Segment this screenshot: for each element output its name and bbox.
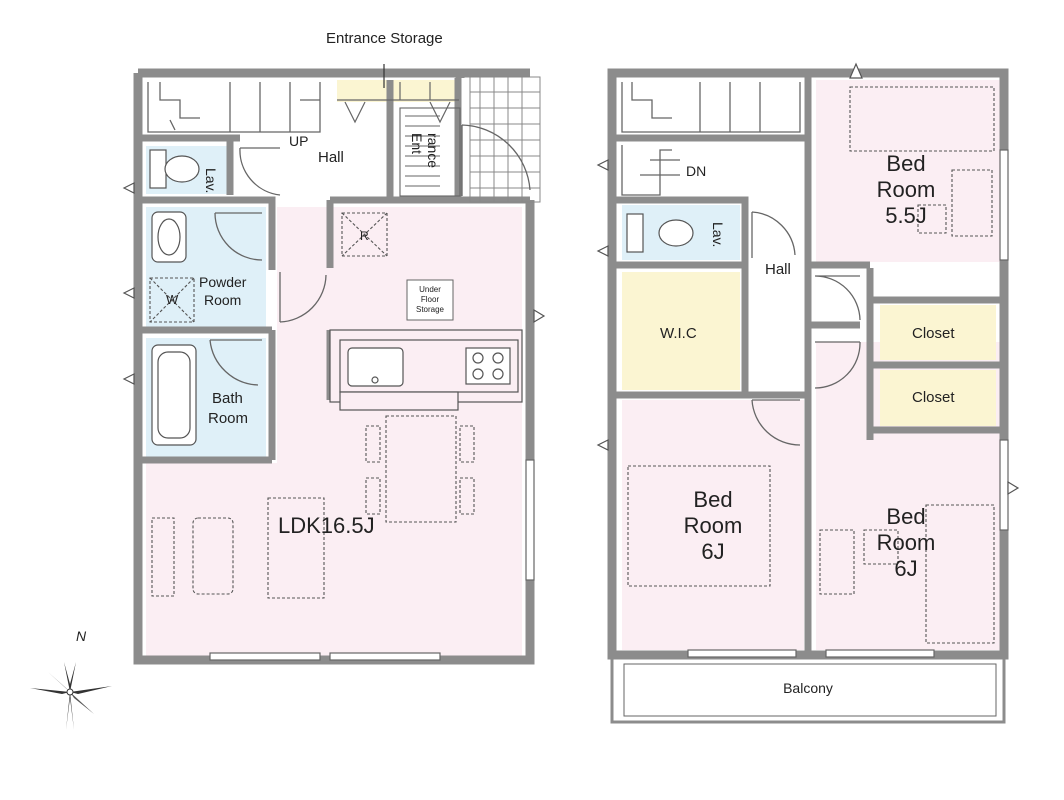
powder-room-label-1: Powder: [199, 274, 247, 290]
hall-door-lav: [239, 147, 281, 196]
hall-door-bedroom-c: [814, 341, 861, 389]
closet-2-floor: [880, 370, 996, 426]
ground-stairs: [147, 82, 321, 133]
upper-lav-label: Lav.: [710, 222, 726, 247]
north-label: N: [76, 628, 87, 644]
upper-interior-walls: [608, 73, 1004, 655]
upper-lav-door: [751, 211, 796, 258]
bedroom-a-floor: [816, 80, 1000, 262]
entrance-label-1: Ent: [409, 133, 425, 154]
hall-door-bedroom-a: [814, 275, 861, 321]
hall-label: Hall: [318, 149, 344, 166]
under-floor-storage-1: Under: [419, 285, 441, 294]
up-label: UP: [289, 133, 308, 149]
bedroom-b-floor: [622, 400, 804, 650]
upper-toilet: [626, 213, 694, 253]
washer-label: W: [166, 292, 179, 307]
wic-label: W.I.C: [660, 325, 697, 342]
under-floor-storage-2: Floor: [421, 295, 440, 304]
ldk-label: LDK16.5J: [278, 513, 375, 538]
closet-1-floor: [880, 305, 996, 360]
bedroom-a-label-3: 5.5J: [885, 203, 927, 228]
bedroom-a-label-1: Bed: [886, 151, 925, 176]
bedroom-b-label-1: Bed: [693, 487, 732, 512]
upper-hall-label: Hall: [765, 261, 791, 278]
bedroom-a-label-2: Room: [877, 177, 936, 202]
compass-icon: [30, 662, 112, 730]
ground-vent-marks: [122, 182, 546, 385]
bedroom-b-label-3: 6J: [701, 539, 724, 564]
dining-set: [365, 415, 475, 523]
washbasin: [151, 211, 187, 263]
bedroom-furniture: [627, 86, 995, 644]
bath-room-label-1: Bath: [212, 390, 243, 407]
bath-room-label-2: Room: [208, 410, 248, 427]
entrance-storage-shelf: [337, 64, 459, 124]
ldk-left-strip: [146, 463, 277, 657]
ground-toilet: [149, 149, 200, 189]
balcony-inner: [623, 663, 997, 717]
closet-2-label: Closet: [912, 389, 955, 406]
upper-stairs: [621, 82, 801, 196]
bedroom-c-label-3: 6J: [894, 556, 917, 581]
entrance-door: [461, 124, 531, 196]
entrance-tiles: [469, 76, 541, 203]
closet-1-label: Closet: [912, 325, 955, 342]
shoe-cabinet: [399, 107, 461, 197]
living-furniture: [151, 497, 325, 599]
powder-room-label-2: Room: [204, 292, 241, 308]
fridge-label: R: [360, 229, 369, 243]
fridge-box: [341, 212, 388, 257]
balcony-label: Balcony: [783, 680, 833, 696]
under-floor-storage: [406, 279, 454, 321]
under-floor-storage-3: Storage: [416, 305, 445, 314]
ground-windows: [209, 459, 535, 661]
powder-room-door: [214, 212, 263, 261]
ldk-door: [279, 272, 327, 323]
dn-label: DN: [686, 163, 706, 179]
bedroom-c-label-1: Bed: [886, 504, 925, 529]
washer-box: [149, 277, 195, 323]
upper-floor: DN Lav. Hall W.I.C Closet Closet Bed Roo…: [596, 62, 1020, 724]
ground-lav-label: Lav.: [203, 168, 219, 193]
ground-floor: UP Entrance Storage Ent rance Hall Lav.: [122, 30, 546, 665]
kitchen-counter: [329, 329, 523, 411]
bath-room-door: [209, 339, 262, 386]
entrance-storage-floor: [337, 80, 459, 102]
bedroom-b-label-2: Room: [684, 513, 743, 538]
wic-floor: [622, 272, 740, 390]
bedroom-c-label-2: Room: [877, 530, 936, 555]
entrance-label-2: rance: [425, 133, 441, 168]
entrance-storage-label: Entrance Storage: [326, 30, 443, 47]
bathtub: [151, 344, 197, 446]
hall-door-bedroom-b: [751, 399, 801, 446]
upper-vent-marks: [596, 62, 1020, 496]
upper-outer-wall: [607, 68, 1009, 660]
